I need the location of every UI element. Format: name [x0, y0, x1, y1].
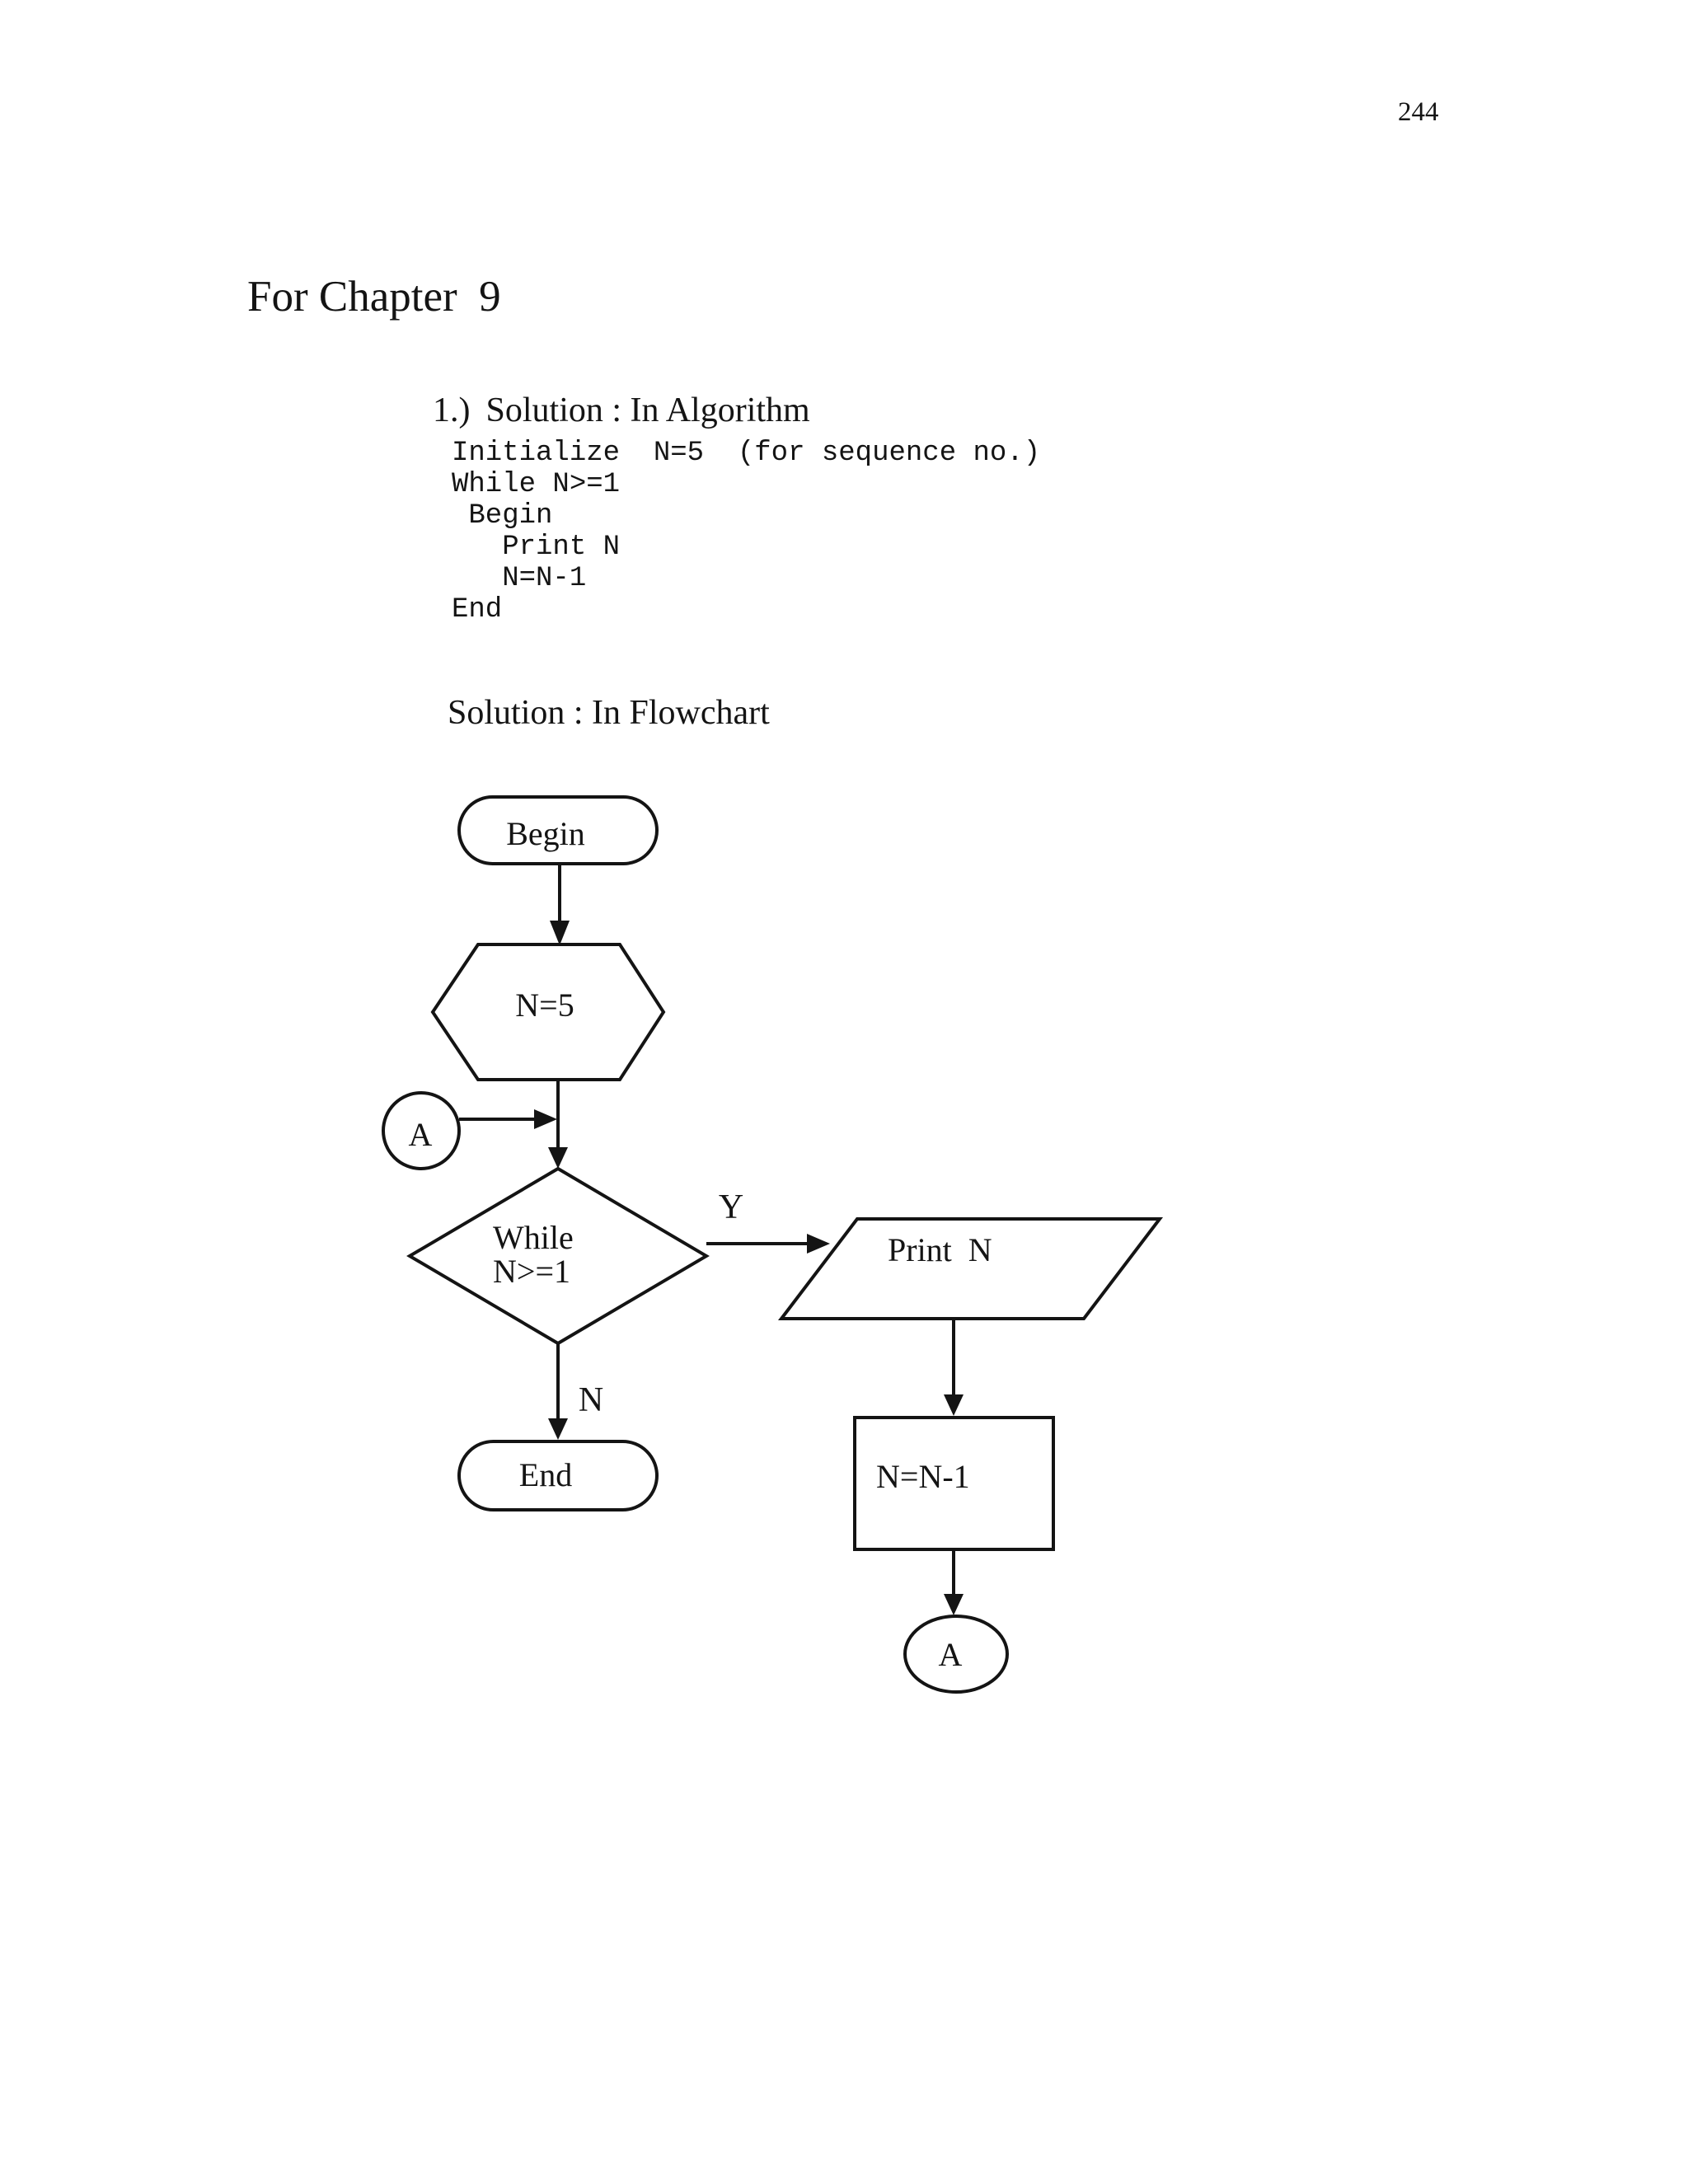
algorithm-heading: Solution : In Algorithm — [485, 391, 810, 429]
arrowhead-into-print — [807, 1234, 830, 1254]
code-line: While N>=1 — [452, 469, 621, 500]
arrowhead-into-decision — [548, 1147, 568, 1169]
code-line: Print N — [452, 532, 621, 563]
page-number: 244 — [1398, 97, 1439, 127]
connector-a-top-shape — [382, 1091, 461, 1170]
algorithm-code: Initialize N=5 (for sequence no.) While … — [452, 438, 1040, 626]
code-line: Initialize N=5 (for sequence no.) — [452, 438, 1041, 469]
arrowhead-into-assign — [944, 1394, 964, 1416]
end-label: End — [519, 1456, 572, 1493]
code-line: End — [452, 594, 503, 626]
assign-label: N=N-1 — [876, 1458, 970, 1495]
code-line: N=N-1 — [452, 563, 587, 594]
problem-number: 1.) — [433, 391, 471, 429]
print-parallelogram-shape — [777, 1217, 1164, 1320]
arrowhead-into-end — [548, 1418, 568, 1440]
end-terminator-shape — [457, 1440, 659, 1511]
connector-a-bottom-shape — [903, 1615, 1009, 1694]
decision-label-line1: While — [493, 1219, 574, 1256]
arrowhead-a-to-junction — [534, 1109, 557, 1129]
no-branch-label: N — [579, 1381, 603, 1419]
decision-label-line2: N>=1 — [493, 1253, 570, 1290]
init-hexagon-shape — [430, 943, 666, 1081]
connector-a-top-label: A — [409, 1116, 433, 1153]
print-label: Print N — [888, 1231, 992, 1268]
connector-a-bottom-label: A — [939, 1636, 963, 1673]
init-label: N=5 — [515, 987, 574, 1024]
flowchart-heading: Solution : In Flowchart — [448, 694, 770, 732]
arrowhead-into-init — [550, 921, 570, 945]
begin-label: Begin — [506, 815, 585, 852]
arrowhead-into-a-bottom — [944, 1594, 964, 1615]
code-line: Begin — [452, 500, 553, 532]
yes-branch-label: Y — [719, 1188, 743, 1226]
problem-heading: 1.) Solution : In Algorithm — [398, 359, 810, 462]
chapter-title: For Chapter 9 — [247, 273, 501, 321]
